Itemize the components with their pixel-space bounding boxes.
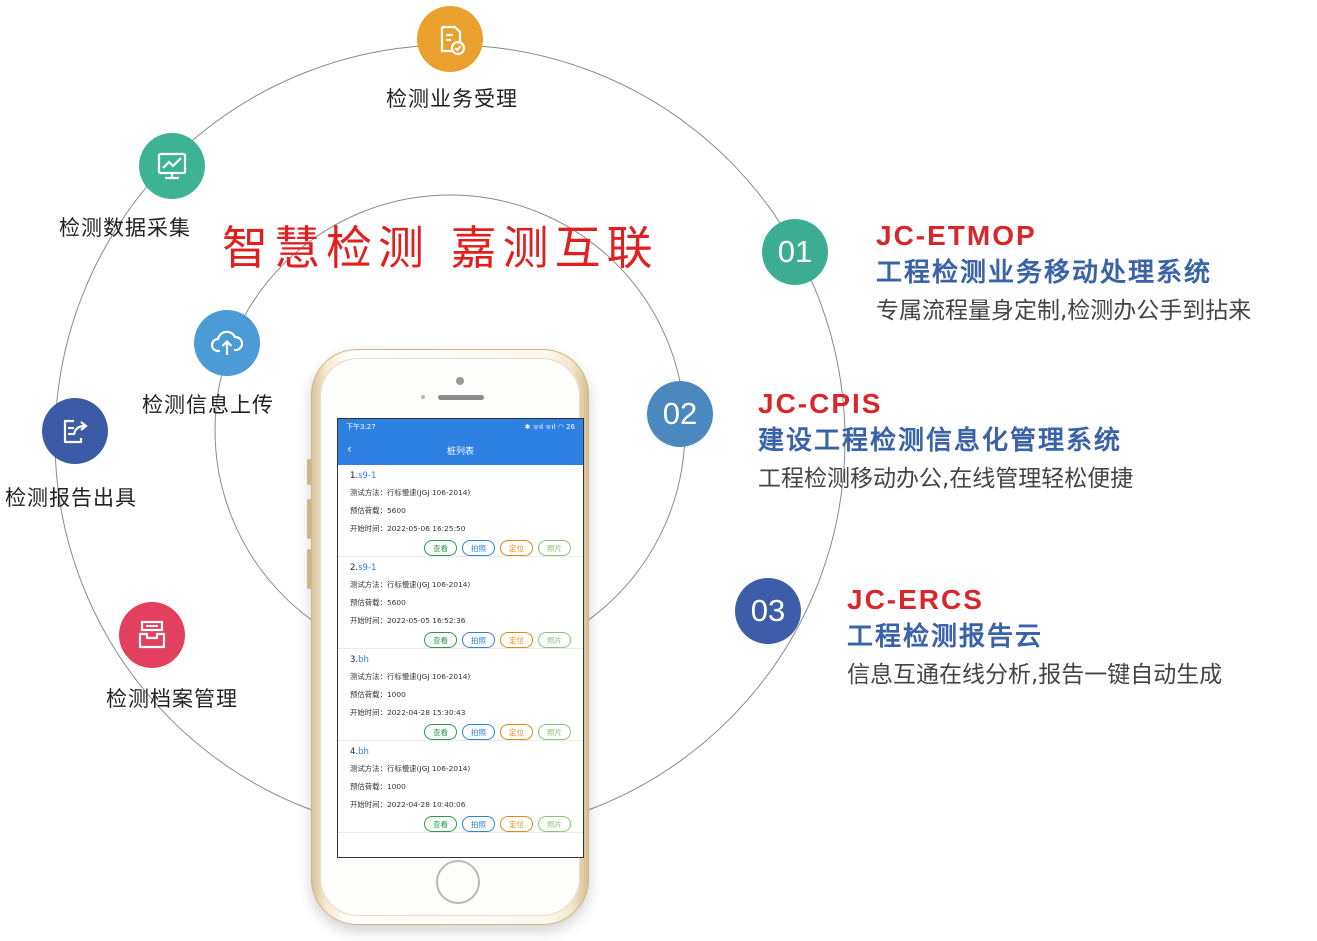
view-button[interactable]: 查看 [424,632,457,648]
status-bar: 下午3:27 ✱ ᯤıl ᯤıl ◠ 26 [338,419,583,435]
item-actions: 查看 拍照 定位 照片 [350,632,571,648]
feature-label-upload: 检测信息上传 [142,393,274,417]
item-method: 测试方法：行标慢速(JGJ 106-2014) [350,580,471,589]
item-start-time: 开始时间：2022-04-28 10:40:06 [350,800,466,809]
back-chevron-icon[interactable]: ‹ [347,442,352,456]
item-title: 1.s9-1 [350,471,571,481]
phone-side-button [307,459,311,485]
locate-button[interactable]: 定位 [500,632,533,648]
item-name[interactable]: s9-1 [358,563,377,573]
photo-button[interactable]: 拍照 [462,816,495,832]
monitor-chart-icon [157,152,187,180]
system-desc: 专属流程量身定制,检测办公手到拈来 [876,298,1252,324]
list-item: 3.bh 测试方法：行标慢速(JGJ 106-2014) 预估荷载：1000 开… [338,649,583,741]
badge-01: 01 [762,219,828,285]
view-button[interactable]: 查看 [424,816,457,832]
item-actions: 查看 拍照 定位 照片 [350,540,571,556]
badge-03: 03 [735,578,801,644]
sensor [421,395,425,399]
feature-icon-report [42,398,108,464]
item-load: 预估荷载：1000 [350,690,406,699]
phone-side-button [307,549,311,589]
feature-label-collection: 检测数据采集 [59,216,191,240]
item-method: 测试方法：行标慢速(JGJ 106-2014) [350,764,471,773]
report-share-icon [63,419,88,444]
item-index: 1. [350,471,359,481]
front-camera [456,377,464,385]
pictures-button[interactable]: 照片 [538,724,571,740]
locate-button[interactable]: 定位 [500,540,533,556]
pile-list: 1.s9-1 测试方法：行标慢速(JGJ 106-2014) 预估荷载：5600… [338,465,583,833]
phone-screen: 下午3:27 ✱ ᯤıl ᯤıl ◠ 26 ‹ 桩列表 1.s9-1 测试方法：… [337,418,584,858]
item-start-time: 开始时间：2022-04-28 15:30:43 [350,708,466,717]
phone-face: 下午3:27 ✱ ᯤıl ᯤıl ◠ 26 ‹ 桩列表 1.s9-1 测试方法：… [320,358,584,916]
system-name: 工程检测报告云 [847,622,1044,652]
nav-bar: ‹ 桩列表 [338,435,583,465]
badge-02: 02 [647,381,713,447]
archive-box-icon [138,620,166,649]
system-code: JC-CPIS [758,388,883,419]
status-indicators: ✱ ᯤıl ᯤıl ◠ 26 [524,422,575,431]
system-code: JC-ETMOP [876,220,1037,251]
home-button[interactable] [436,860,480,904]
system-name: 建设工程检测信息化管理系统 [758,426,1123,456]
item-index: 3. [350,655,359,665]
system-block-etmop: JC-ETMOP 工程检测业务移动处理系统 专属流程量身定制,检测办公手到拈来 [876,218,1251,330]
feature-label-report: 检测报告出具 [5,486,137,510]
photo-button[interactable]: 拍照 [462,540,495,556]
photo-button[interactable]: 拍照 [462,724,495,740]
item-method: 测试方法：行标慢速(JGJ 106-2014) [350,672,471,681]
item-load: 预估荷载：1000 [350,782,406,791]
system-code: JC-ERCS [847,584,984,615]
item-method: 测试方法：行标慢速(JGJ 106-2014) [350,488,471,497]
item-actions: 查看 拍照 定位 照片 [350,724,571,740]
item-actions: 查看 拍照 定位 照片 [350,816,571,832]
document-check-icon [440,25,466,56]
feature-label-archive: 检测档案管理 [106,687,238,711]
item-index: 4. [350,747,359,757]
status-time: 下午3:27 [346,423,376,431]
item-start-time: 开始时间：2022-05-06 16:25:50 [350,524,466,533]
item-title: 3.bh [350,655,571,665]
feature-icon-upload [194,310,260,376]
pictures-button[interactable]: 照片 [538,632,571,648]
phone-mockup: 下午3:27 ✱ ᯤıl ᯤıl ◠ 26 ‹ 桩列表 1.s9-1 测试方法：… [307,349,589,925]
item-name[interactable]: s9-1 [358,471,377,481]
feature-label-acceptance: 检测业务受理 [386,87,518,111]
list-item: 2.s9-1 测试方法：行标慢速(JGJ 106-2014) 预估荷载：5600… [338,557,583,649]
view-button[interactable]: 查看 [424,724,457,740]
system-block-cpis: JC-CPIS 建设工程检测信息化管理系统 工程检测移动办公,在线管理轻松便捷 [758,386,1133,498]
item-load: 预估荷载：5600 [350,598,406,607]
pictures-button[interactable]: 照片 [538,816,571,832]
feature-icon-collection [139,133,205,199]
photo-button[interactable]: 拍照 [462,632,495,648]
item-name[interactable]: bh [358,655,369,665]
system-block-ercs: JC-ERCS 工程检测报告云 信息互通在线分析,报告一键自动生成 [847,582,1222,694]
locate-button[interactable]: 定位 [500,816,533,832]
system-name: 工程检测业务移动处理系统 [876,258,1213,288]
feature-icon-acceptance [417,6,483,72]
screen-title: 桩列表 [446,446,474,457]
slogan-title: 智慧检测 嘉测互联 [222,221,659,275]
system-desc: 信息互通在线分析,报告一键自动生成 [847,662,1223,688]
phone-side-button [307,499,311,539]
item-title: 2.s9-1 [350,563,571,573]
list-item: 1.s9-1 测试方法：行标慢速(JGJ 106-2014) 预估荷载：5600… [338,465,583,557]
earpiece-speaker [438,395,484,400]
list-item: 4.bh 测试方法：行标慢速(JGJ 106-2014) 预估荷载：1000 开… [338,741,583,833]
item-index: 2. [350,563,359,573]
locate-button[interactable]: 定位 [500,724,533,740]
feature-icon-archive [119,602,185,668]
cloud-upload-icon [210,330,244,355]
item-name[interactable]: bh [358,747,369,757]
item-load: 预估荷载：5600 [350,506,406,515]
item-start-time: 开始时间：2022-05-05 16:52:36 [350,616,466,625]
system-desc: 工程检测移动办公,在线管理轻松便捷 [758,466,1134,492]
pictures-button[interactable]: 照片 [538,540,571,556]
item-title: 4.bh [350,747,571,757]
view-button[interactable]: 查看 [424,540,457,556]
